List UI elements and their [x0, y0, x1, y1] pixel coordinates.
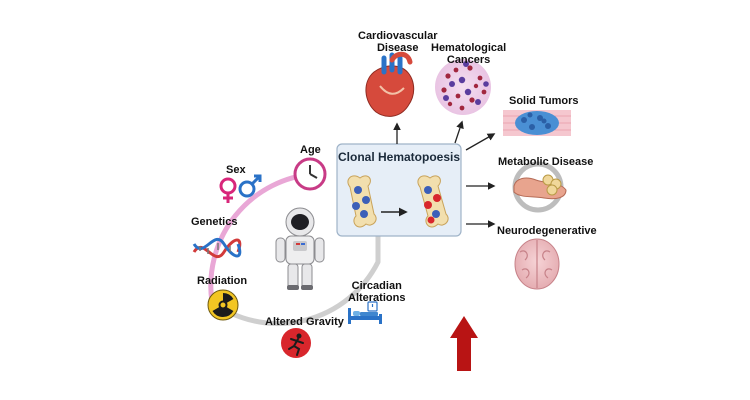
bed-icon: [348, 301, 382, 324]
metabolic-disease-label: Metabolic Disease: [498, 156, 594, 168]
astronaut-icon: [275, 207, 325, 290]
altered-gravity-label: Altered Gravity: [265, 316, 344, 328]
blood-cells-icon: [435, 59, 491, 115]
outcome-arrows: [393, 120, 496, 228]
bone-marrow-icon: [417, 175, 449, 228]
risk-arc-pink: [208, 171, 317, 305]
cardiovascular-disease-label: Cardiovascular Disease: [358, 30, 438, 54]
neurodegenerative-label: Neurodegenerative: [497, 225, 597, 237]
age-label: Age: [300, 144, 321, 156]
radiation-icon: [207, 289, 239, 321]
circadian-alterations-label: Circadian Alterations: [348, 280, 406, 304]
brain-icon: [514, 238, 560, 290]
clonal-hematopoesis-title: Clonal Hematopoesis: [337, 150, 461, 164]
sex-label: Sex: [226, 164, 246, 176]
radiation-label: Radiation: [197, 275, 248, 287]
genetics-label: Genetics: [191, 216, 238, 228]
pancreas-icon: [512, 161, 567, 213]
solid-tumors-label: Solid Tumors: [509, 95, 579, 107]
tumor-tissue-icon: [503, 110, 571, 136]
dna-icon: [192, 237, 242, 259]
hematological-cancers-label: Hematological Cancers: [431, 42, 507, 66]
heart-icon: [365, 51, 415, 117]
risk-arc-gray: [209, 259, 381, 326]
up-arrow-icon: [450, 316, 478, 371]
clock-icon: [293, 157, 327, 191]
gender-icon: [219, 174, 262, 203]
bone-marrow-icon: [347, 175, 377, 228]
clonal-hematopoesis-box: [336, 143, 462, 237]
falling-person-icon: [281, 328, 311, 358]
